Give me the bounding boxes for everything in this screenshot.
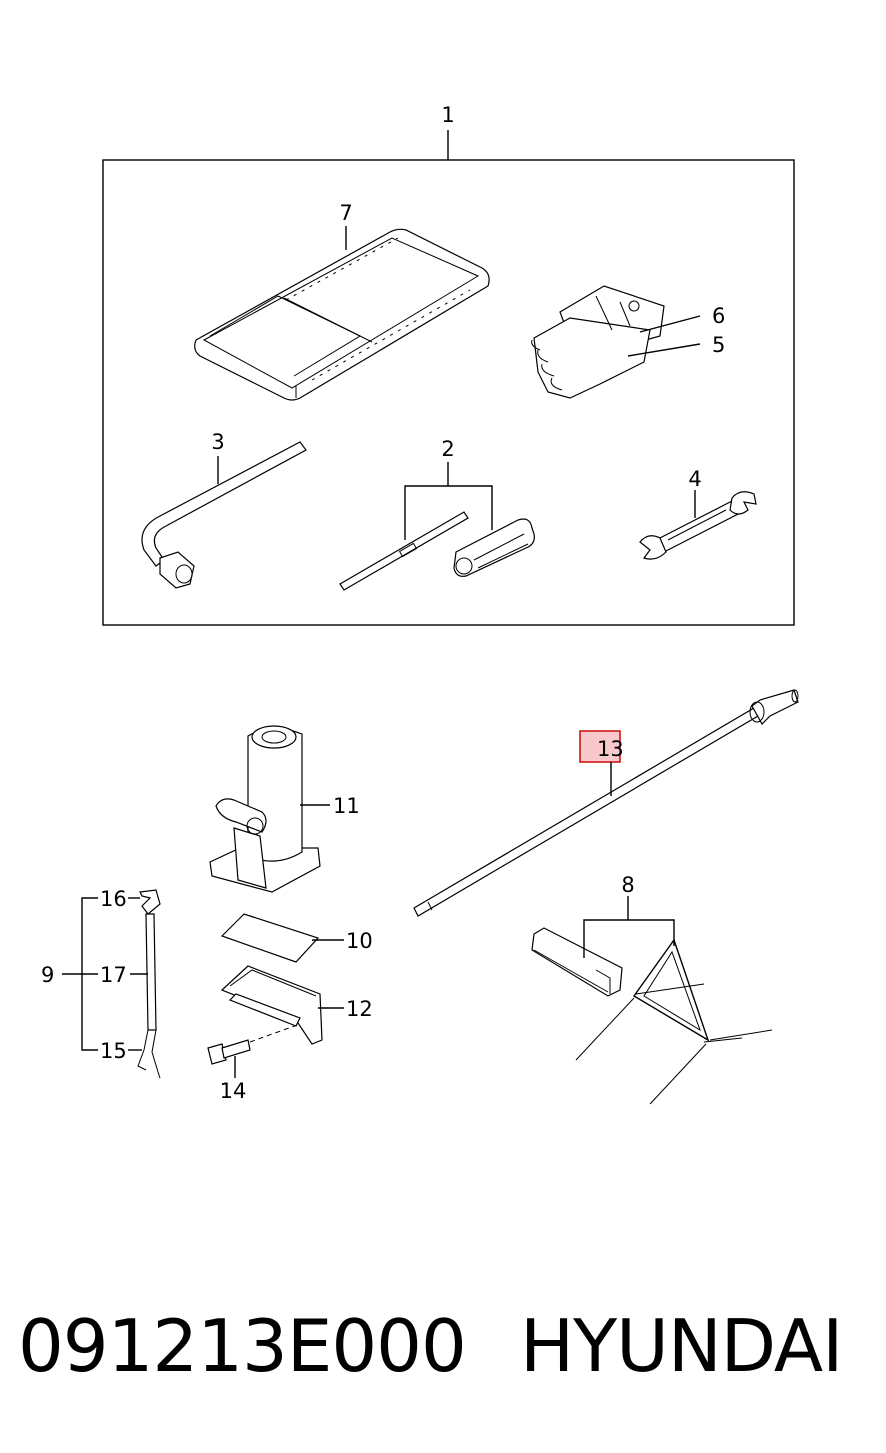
jack-bracket: 12 bbox=[220, 965, 373, 1045]
callout-7[interactable]: 7 bbox=[339, 201, 352, 225]
callout-13-highlight bbox=[579, 730, 621, 763]
extension-bar: 13 bbox=[413, 689, 799, 917]
tool-bag-outline bbox=[194, 228, 490, 401]
leader-bracket-2 bbox=[404, 462, 493, 540]
callout-6[interactable]: 6 bbox=[712, 304, 725, 328]
jack-pad: 10 bbox=[220, 913, 373, 963]
screwdriver-bit bbox=[339, 511, 469, 591]
handle-rod bbox=[145, 913, 157, 1031]
callout-17[interactable]: 17 bbox=[100, 963, 127, 987]
spanner: 4 bbox=[639, 467, 757, 560]
jack-pump-arm bbox=[215, 798, 267, 833]
part-caption: 091213E000 HYUNDAI bbox=[0, 1296, 886, 1396]
jack-handle-assembly: 9 16 17 15 bbox=[41, 887, 161, 1079]
wheel-wrench: 3 bbox=[141, 430, 307, 589]
callout-14[interactable]: 14 bbox=[220, 1079, 247, 1103]
spanner-body bbox=[655, 499, 743, 553]
callout-10[interactable]: 10 bbox=[346, 929, 373, 953]
callout-3[interactable]: 3 bbox=[211, 430, 224, 454]
callout-2[interactable]: 2 bbox=[441, 437, 454, 461]
extension-bar-socket bbox=[751, 689, 799, 725]
brand-name: HYUNDAI bbox=[520, 1304, 843, 1388]
callout-5[interactable]: 5 bbox=[712, 333, 725, 357]
jack-pad-plate bbox=[220, 913, 320, 963]
warning-triangle: 8 bbox=[531, 873, 773, 1105]
callout-12[interactable]: 12 bbox=[346, 997, 373, 1021]
callout-4[interactable]: 4 bbox=[688, 467, 701, 491]
callout-15[interactable]: 15 bbox=[100, 1039, 127, 1063]
leader-bracket-9 bbox=[62, 897, 98, 1051]
glove-front bbox=[533, 317, 651, 399]
callout-1[interactable]: 1 bbox=[441, 103, 454, 127]
leader-bracket-8 bbox=[583, 896, 675, 958]
callout-11[interactable]: 11 bbox=[333, 794, 360, 818]
bolt-shank bbox=[221, 1039, 251, 1059]
bolt: 14 bbox=[207, 1023, 301, 1103]
screwdriver: 2 bbox=[339, 437, 535, 591]
leader-line-6 bbox=[639, 315, 701, 333]
handle-hook-bottom bbox=[137, 1029, 161, 1079]
spanner-head-left bbox=[639, 535, 667, 560]
bolt-head bbox=[207, 1043, 227, 1065]
callout-16[interactable]: 16 bbox=[100, 887, 127, 911]
leader-line-5 bbox=[627, 343, 701, 357]
tool-kit-group: 1 bbox=[102, 103, 795, 626]
warning-triangle-frame bbox=[632, 938, 710, 1042]
tool-bag: 7 bbox=[194, 201, 490, 401]
callout-13[interactable]: 13 bbox=[597, 737, 624, 761]
gloves: 6 5 bbox=[531, 285, 725, 399]
screwdriver-handle bbox=[453, 518, 535, 577]
bottle-jack: 11 bbox=[209, 725, 360, 893]
part-number: 091213E000 bbox=[18, 1304, 467, 1388]
warning-triangle-case bbox=[531, 927, 623, 997]
wheel-wrench-bar bbox=[141, 441, 307, 567]
spanner-head-right bbox=[729, 491, 757, 515]
callout-9[interactable]: 9 bbox=[41, 963, 54, 987]
callout-8[interactable]: 8 bbox=[621, 873, 634, 897]
tool-kit-frame bbox=[102, 159, 795, 626]
handle-hook-top bbox=[139, 889, 161, 915]
